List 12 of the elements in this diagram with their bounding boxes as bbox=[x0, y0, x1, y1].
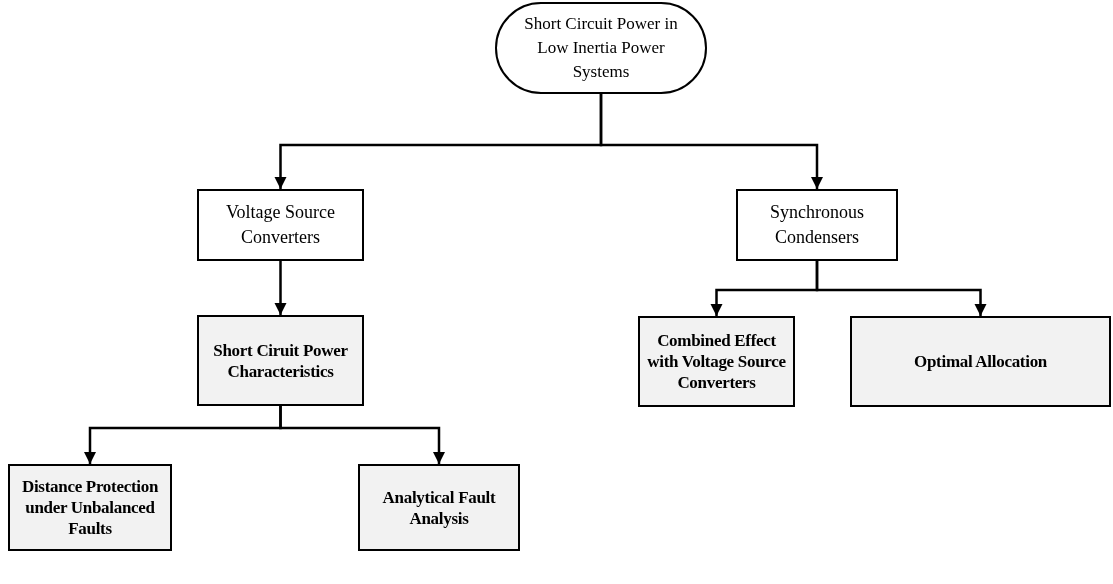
connector-arrow bbox=[815, 261, 987, 316]
rounded-title-box: Short Circuit Power in Low Inertia Power Systems bbox=[495, 2, 707, 94]
topic-box: Voltage Source Converters bbox=[197, 189, 364, 261]
topic-box: Combined Effect with Voltage Source Converters bbox=[638, 316, 795, 407]
topic-box: Distance Protection under Unbalanced Faults bbox=[8, 464, 172, 551]
connector-arrow bbox=[599, 94, 824, 189]
connector-arrow bbox=[279, 406, 446, 464]
topic-box: Short Ciruit Power Characteristics bbox=[197, 315, 364, 406]
connector-arrow bbox=[274, 261, 287, 315]
topic-box: Synchronous Condensers bbox=[736, 189, 898, 261]
topic-box: Optimal Allocation bbox=[850, 316, 1111, 407]
topic-box: Analytical Fault Analysis bbox=[358, 464, 520, 551]
